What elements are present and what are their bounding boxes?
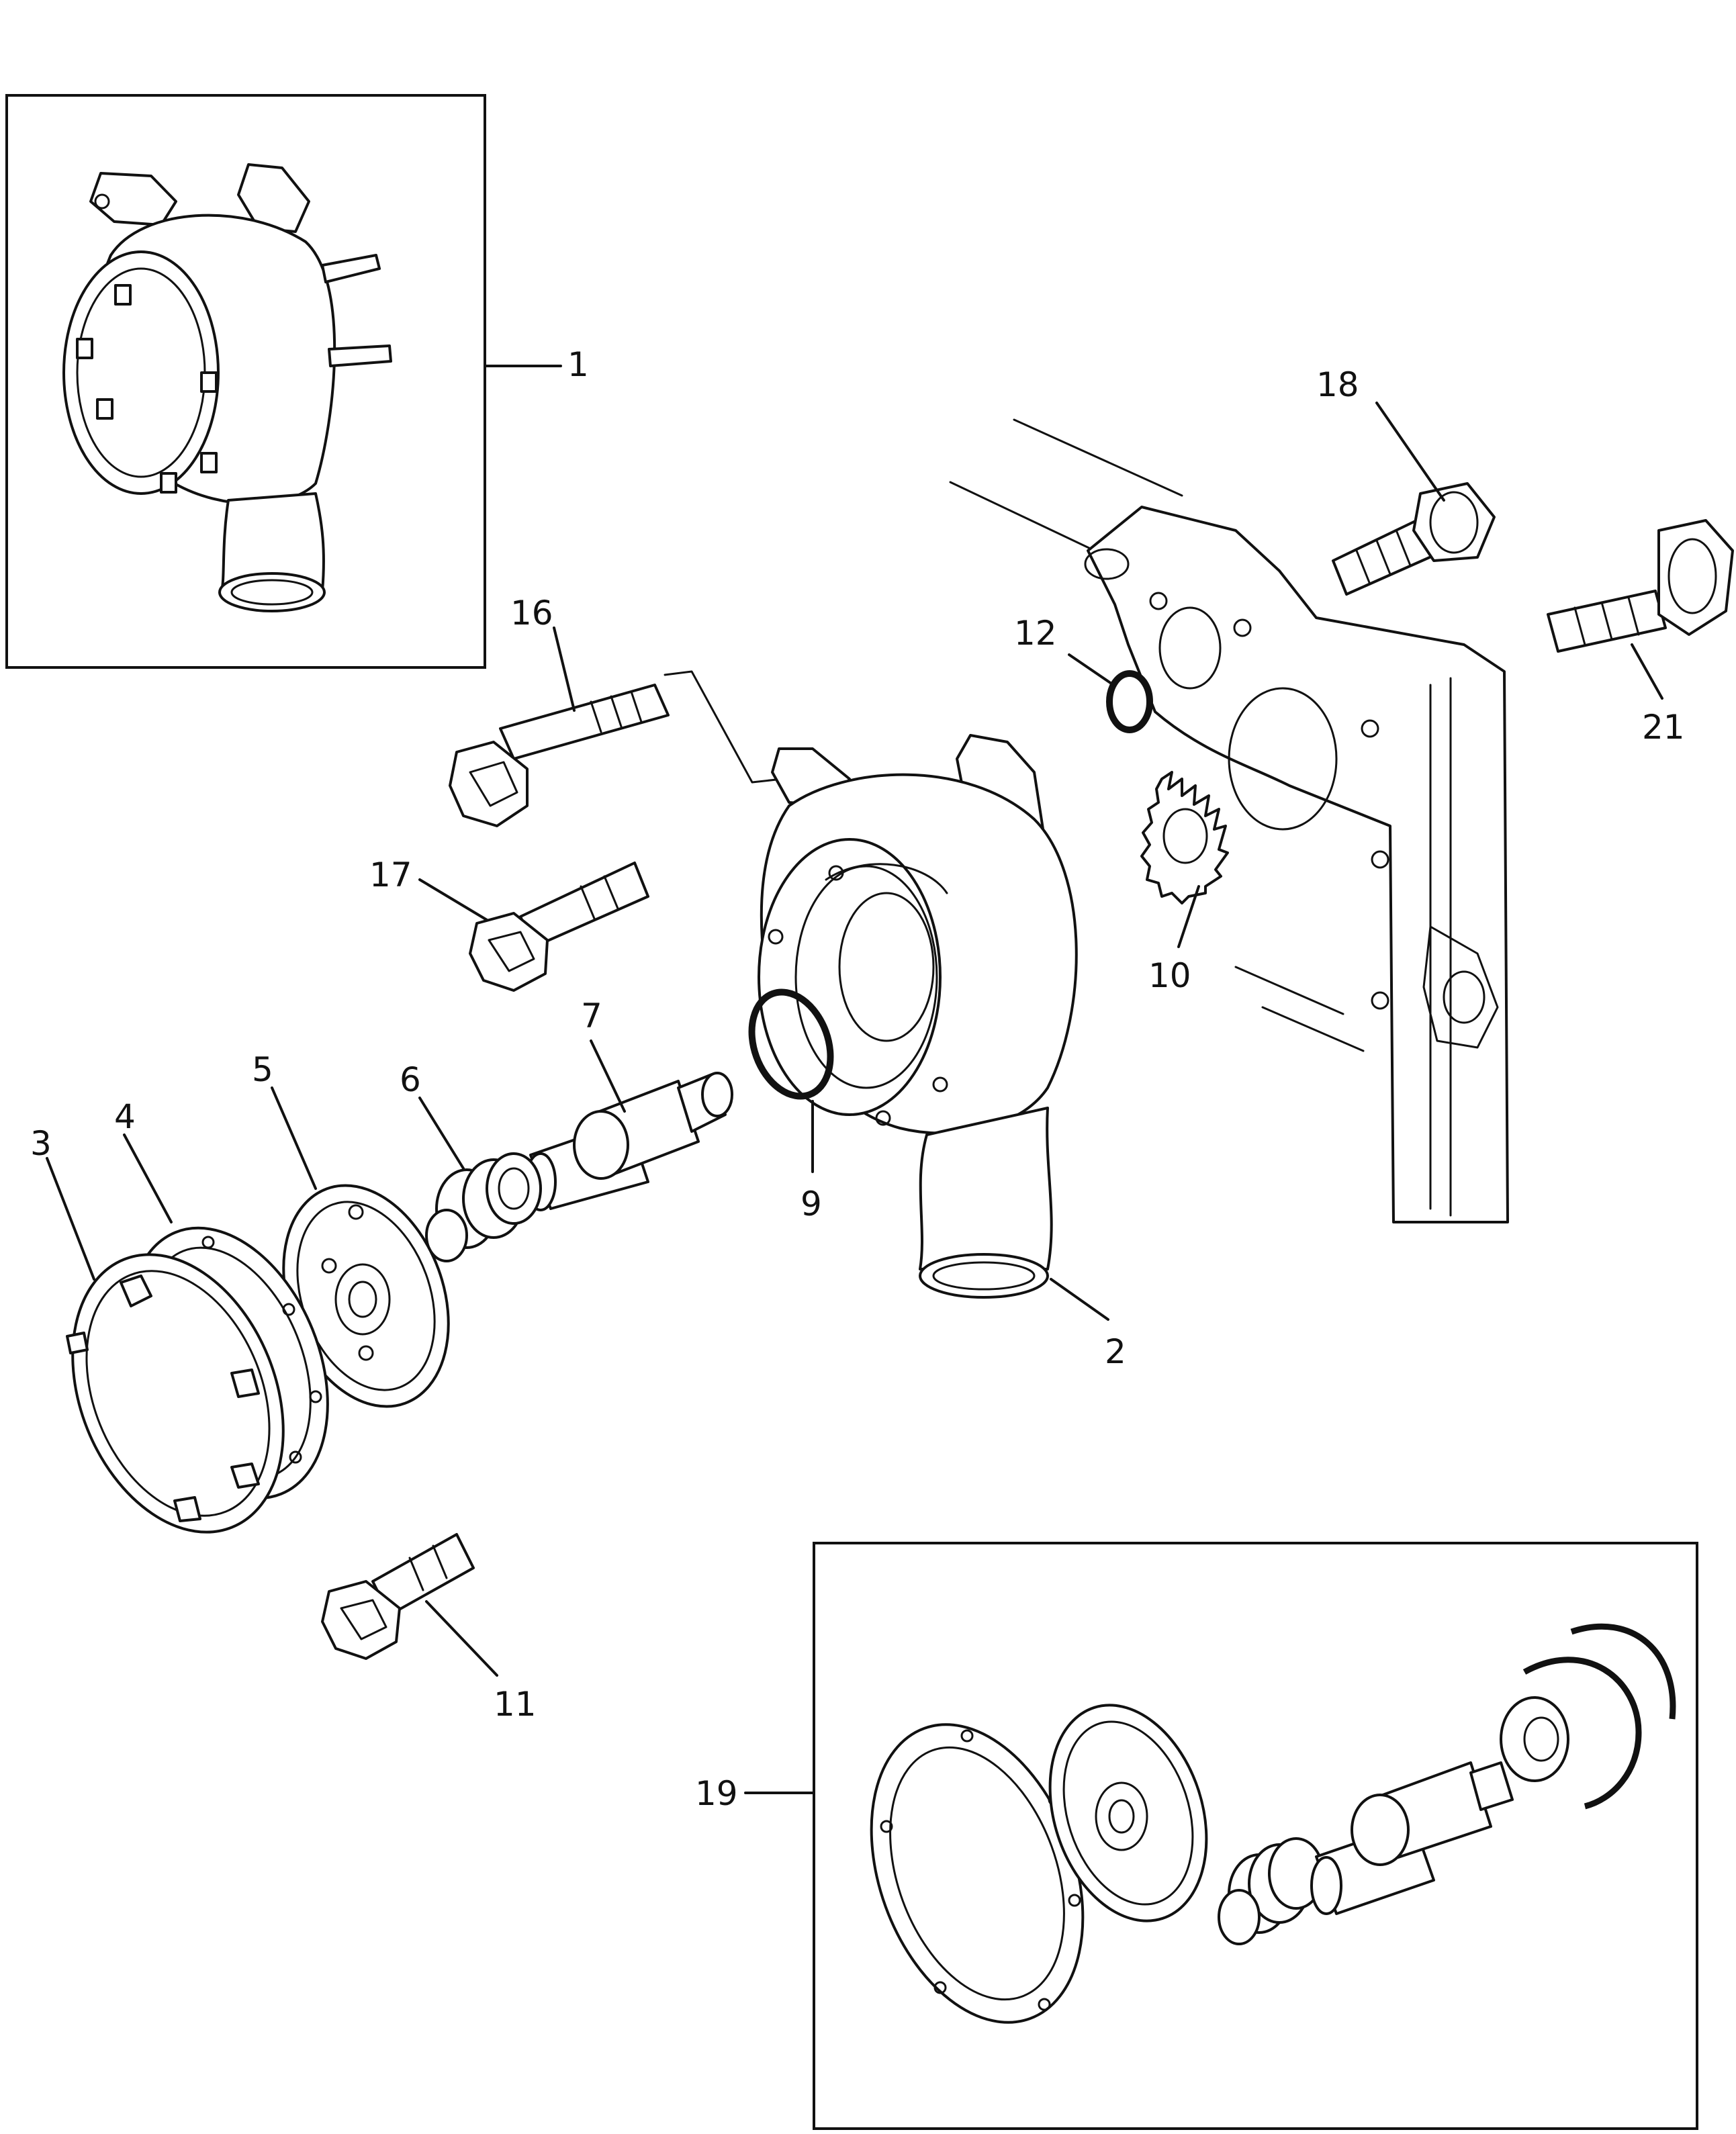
repair-kit-drawing bbox=[870, 1623, 1676, 2024]
bolt-part-17: 17 bbox=[369, 855, 649, 992]
impeller-part-5: 5 bbox=[252, 1050, 450, 1408]
shaft-part-7: 7 bbox=[524, 996, 733, 1211]
engine-front-plate bbox=[949, 418, 1509, 1223]
callout-17: 17 bbox=[369, 855, 412, 894]
callout-5: 5 bbox=[252, 1050, 273, 1089]
bolt-part-16: 16 bbox=[449, 594, 784, 827]
callout-1: 1 bbox=[567, 345, 589, 384]
callout-9: 9 bbox=[801, 1185, 822, 1223]
seal-part-6: 6 bbox=[400, 1060, 542, 1262]
cover-part-3: 3 bbox=[30, 1124, 285, 1534]
callout-3: 3 bbox=[30, 1124, 52, 1163]
callout-6: 6 bbox=[400, 1060, 421, 1099]
o-ring-part-9: 9 bbox=[748, 988, 834, 1223]
callout-10: 10 bbox=[1148, 956, 1191, 995]
bolt-part-18: 18 bbox=[1316, 365, 1496, 596]
callout-2: 2 bbox=[1105, 1332, 1126, 1371]
bolt-part-21: 21 bbox=[1547, 519, 1734, 747]
callout-11: 11 bbox=[494, 1685, 537, 1724]
callout-12: 12 bbox=[1014, 614, 1057, 653]
callout-16: 16 bbox=[510, 594, 553, 633]
callout-19: 19 bbox=[695, 1774, 738, 1813]
callout-7: 7 bbox=[581, 996, 602, 1035]
inset-assembled-pump: 1 bbox=[5, 94, 589, 669]
bolt-part-11: 11 bbox=[321, 1533, 537, 1724]
callout-4: 4 bbox=[114, 1097, 136, 1136]
assembled-pump-drawing bbox=[62, 163, 392, 612]
pump-housing-part-2: 2 bbox=[758, 734, 1126, 1371]
gear-part-10: 10 bbox=[1140, 771, 1229, 995]
callout-18: 18 bbox=[1316, 365, 1359, 404]
o-ring-part-12: 12 bbox=[1014, 614, 1153, 733]
inset-repair-kit: 19 bbox=[695, 1542, 1698, 2130]
callout-21: 21 bbox=[1642, 708, 1685, 747]
